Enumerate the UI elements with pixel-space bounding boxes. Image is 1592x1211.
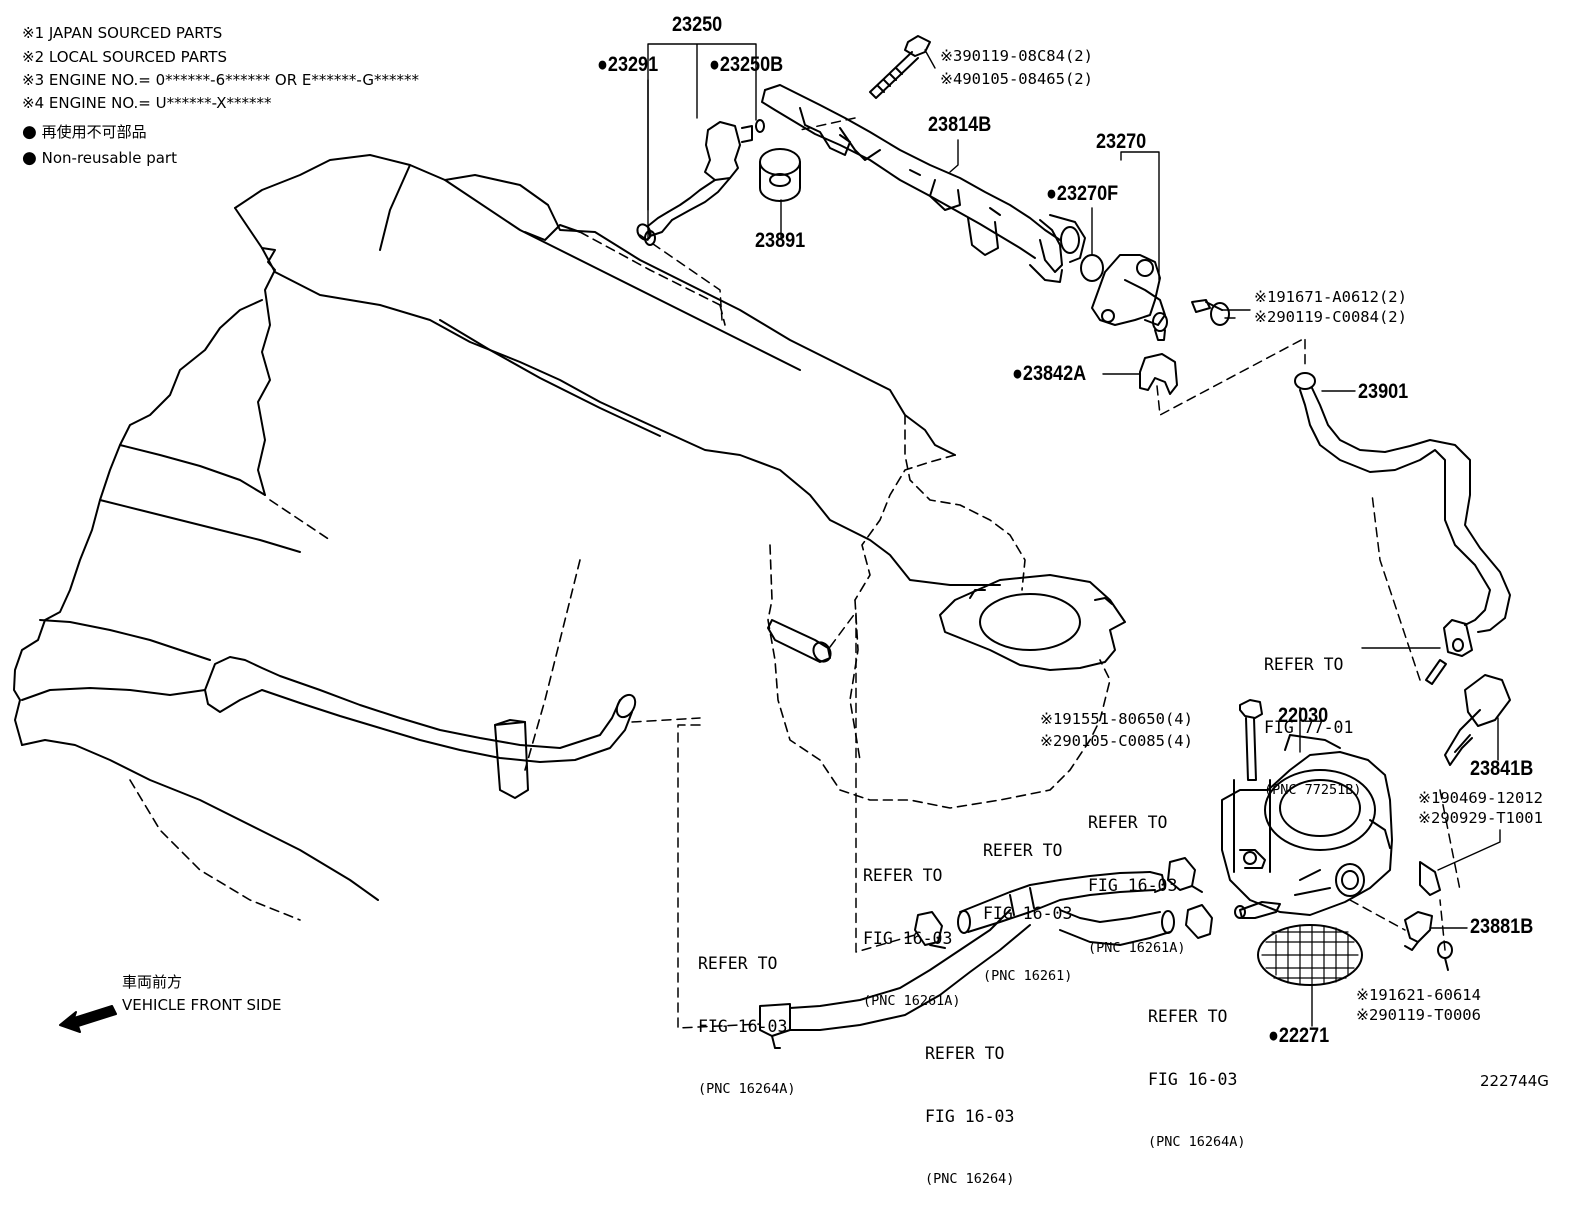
refer-fig-16-03-pnc-16264A-right[interactable]: REFER TO FIG 16-03 (PNC 16264A) [1148,964,1246,1174]
legend-note-3: ※3 ENGINE NO.= 0******-6****** OR E*****… [22,71,419,89]
fuel-hose [1294,372,1511,657]
rail-bolt [869,35,931,99]
refer-line-2: FIG 16-03 [698,1017,788,1036]
refer-pnc: (PNC 16261A) [863,993,961,1009]
dashed-leaders [631,117,1461,1029]
throttle-gasket [1257,924,1363,986]
bolt-code-top-a: ※390119-08C84(2) [940,47,1093,65]
refer-line-1: REFER TO [1148,1007,1228,1026]
delivery-fitting [1091,254,1168,341]
nonreusable-dot-icon: ● [22,148,37,168]
part-23901[interactable]: 23901 [1358,380,1409,403]
vehicle-front-en: VEHICLE FRONT SIDE [122,996,282,1014]
throttle-body [1221,699,1393,919]
bolt-code-tb-b: ※290105-C0085(4) [1040,732,1193,750]
refer-fig-77-01[interactable]: REFER TO FIG 77-01 (PNC 77251B) [1264,612,1362,822]
throttle-clip [1404,861,1453,971]
part-23842A-text: 23842A [1022,362,1087,385]
bolt-code-top-b: ※490105-08465(2) [940,70,1093,88]
figure-id: 222744G [1480,1072,1549,1090]
part-23250[interactable]: 23250 [672,13,723,36]
part-23270[interactable]: 23270 [1096,130,1147,153]
vehicle-front-jp: 車両前方 [122,973,183,991]
refer-line-1: REFER TO [1088,813,1168,832]
engine-outline [13,154,1001,901]
refer-line-2: FIG 16-03 [1088,876,1178,895]
legend-nonreusable-jp-text: 再使用不可部品 [41,123,147,141]
part-23270F[interactable]: ●23270F [1046,183,1118,204]
refer-fig-16-03-pnc-16261A-left[interactable]: REFER TO FIG 16-03 (PNC 16261A) [863,823,961,1033]
fitting-bolt [1191,299,1230,326]
part-22030[interactable]: 22030 [1278,704,1329,727]
screw-code-b: ※290119-T0006 [1356,1006,1481,1024]
fuel-rail [761,84,1086,283]
bolt-code-tb-a: ※191551-80650(4) [1040,710,1193,728]
part-23881B[interactable]: 23881B [1470,915,1534,938]
o-ring [1080,254,1104,282]
part-23291[interactable]: ●23291 [597,54,658,75]
engine-dashed-outline [129,231,1111,921]
injector [636,119,765,246]
refer-line-2: FIG 77-01 [1264,718,1354,737]
nonreusable-dot-icon: ● [22,122,37,142]
refer-line-2: FIG 16-03 [863,929,953,948]
front-arrow-shape [59,1005,117,1033]
refer-pnc: (PNC 16264) [925,1171,1015,1187]
refer-pnc: (PNC 16261A) [1088,940,1186,956]
refer-line-2: FIG 16-03 [983,904,1073,923]
refer-line-1: REFER TO [698,954,778,973]
hose-clamps [914,857,1213,949]
vacuum-pipe [1425,659,1447,685]
part-23814B[interactable]: 23814B [928,113,992,136]
nonreusable-dot-icon: ● [597,53,608,76]
pipe-stub [767,619,831,663]
clip-code-a: ※190469-12012 [1418,789,1543,807]
refer-line-1: REFER TO [925,1044,1005,1063]
legend-nonreusable-jp: ● 再使用不可部品 [22,124,147,141]
screw-code-a: ※191621-60614 [1356,986,1481,1004]
nonreusable-dot-icon: ● [1268,1024,1279,1047]
part-23842A[interactable]: ●23842A [1012,363,1086,384]
part-23250B-text: 23250B [719,53,784,76]
legend-note-4: ※4 ENGINE NO.= U******-X****** [22,94,272,112]
nonreusable-dot-icon: ● [709,53,720,76]
legend-nonreusable-en: ● Non-reusable part [22,150,177,167]
refer-pnc: (PNC 77251B) [1264,782,1362,798]
legend-note-1: ※1 JAPAN SOURCED PARTS [22,24,223,42]
refer-pnc: (PNC 16261) [983,968,1073,984]
part-23841B[interactable]: 23841B [1470,757,1534,780]
refer-line-2: FIG 16-03 [1148,1070,1238,1089]
clip-code-b: ※290929-T1001 [1418,809,1543,827]
bolt-code-mid-a: ※191671-A0612(2) [1254,288,1407,306]
refer-pnc: (PNC 16264A) [698,1081,796,1097]
nonreusable-dot-icon: ● [1012,362,1023,385]
refer-fig-16-03-pnc-16261[interactable]: REFER TO FIG 16-03 (PNC 16261) [983,798,1072,1008]
part-23250B[interactable]: ●23250B [709,54,783,75]
refer-fig-16-03-pnc-16261A-top[interactable]: REFER TO FIG 16-03 (PNC 16261A) [1088,770,1186,980]
refer-line-2: FIG 16-03 [925,1107,1015,1126]
left-hose [204,656,637,799]
part-22271[interactable]: ●22271 [1268,1025,1329,1046]
legend-note-2: ※2 LOCAL SOURCED PARTS [22,48,227,66]
hose-clip [1444,674,1511,766]
solid-leaders [647,43,1501,1027]
refer-line-1: REFER TO [983,841,1063,860]
insulator [759,148,801,202]
refer-line-1: REFER TO [863,866,943,885]
bolt-code-mid-b: ※290119-C0084(2) [1254,308,1407,326]
nonreusable-dot-icon: ● [1046,182,1057,205]
refer-fig-16-03-pnc-16264A-left[interactable]: REFER TO FIG 16-03 (PNC 16264A) [698,911,796,1121]
part-23291-text: 23291 [607,53,659,76]
parts-diagram-artwork [13,35,1511,1049]
refer-fig-16-03-pnc-16264[interactable]: REFER TO FIG 16-03 (PNC 16264) [925,1001,1014,1211]
part-23270F-text: 23270F [1056,182,1119,205]
legend-nonreusable-en-text: Non-reusable part [41,149,177,167]
coolant-hoses [759,871,1175,1049]
fuel-clip [1139,353,1178,395]
part-22271-text: 22271 [1278,1024,1330,1047]
refer-line-1: REFER TO [1264,655,1344,674]
intake-gasket [939,574,1126,671]
part-23891[interactable]: 23891 [755,229,806,252]
refer-pnc: (PNC 16264A) [1148,1134,1246,1150]
